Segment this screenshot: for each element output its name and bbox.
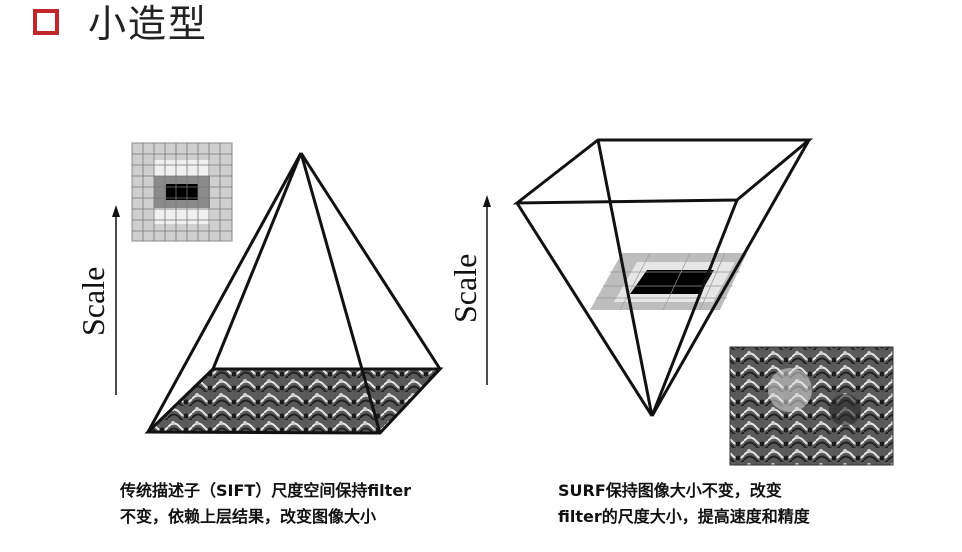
inverted-pyramid-wireframe [512,138,814,417]
caption-right-line-1: SURF保持图像大小不变，改变 [558,481,782,500]
caption-left: 传统描述子（SIFT）尺度空间保持filter 不变，依赖上层结果，改变图像大小 [120,478,411,530]
slide-title: 小造型 [88,2,209,46]
title-square-icon [33,9,59,35]
right-panel: Scale [447,138,894,466]
gaussian-filter-grid-small [131,142,233,242]
caption-left-line-1: 传统描述子（SIFT）尺度空间保持filter [120,481,412,500]
arrow-up-icon [112,205,120,217]
sample-image-detail [768,368,812,412]
surf-filter-plane [590,252,747,311]
caption-left-line-2: 不变，依赖上层结果，改变图像大小 [120,507,377,526]
arrow-up-icon [483,195,491,207]
scale-label-right: Scale [447,254,483,323]
scale-label-left: Scale [75,267,111,336]
left-panel: Scale [75,142,444,435]
base-image [148,369,440,433]
sample-image [729,346,894,466]
caption-right-line-2: filter的尺度大小，提高速度和精度 [558,507,810,526]
pyramid-wireframe [144,152,444,435]
caption-right: SURF保持图像大小不变，改变 filter的尺度大小，提高速度和精度 [558,478,810,530]
sample-image-detail [829,394,861,426]
